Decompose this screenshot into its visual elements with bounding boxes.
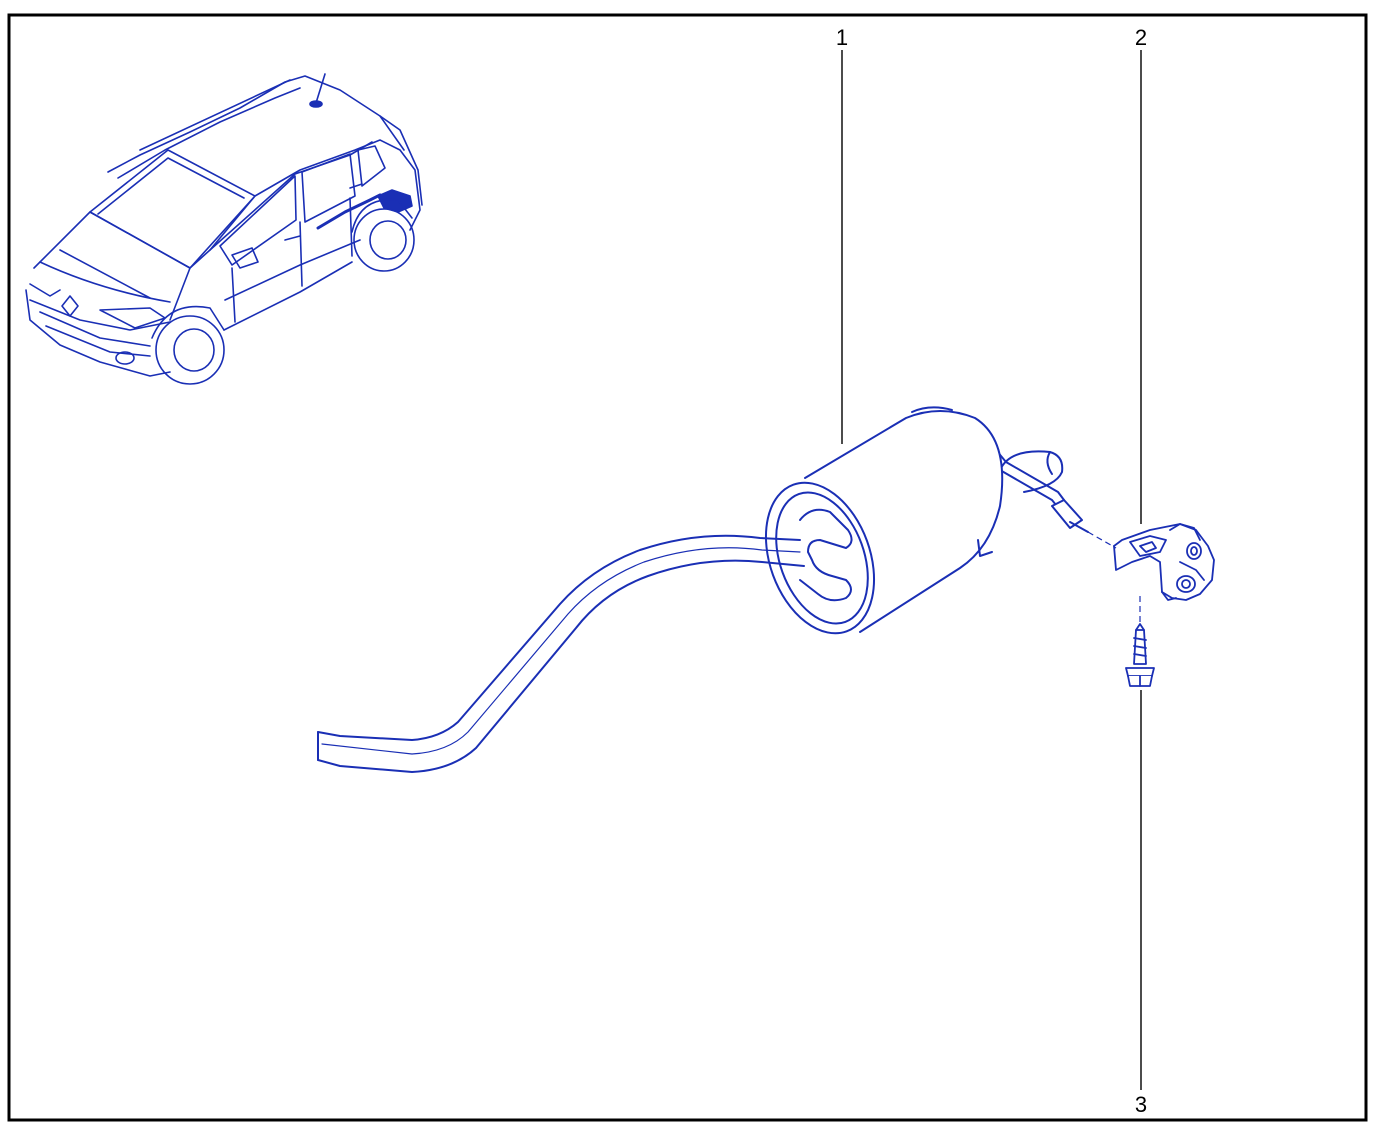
- callout-label-3: 3: [1135, 1092, 1147, 1117]
- bolt-icon: [1125, 623, 1155, 687]
- callout-leaders: [841, 50, 1142, 1090]
- callout-label-2: 2: [1135, 25, 1147, 50]
- rear-muffler-icon: [317, 406, 1089, 773]
- callout-label-1: 1: [836, 25, 848, 50]
- vehicle-locator-icon: [25, 73, 423, 385]
- mounting-bracket-icon: [1113, 523, 1215, 601]
- assembly-axis-line: [1087, 531, 1117, 549]
